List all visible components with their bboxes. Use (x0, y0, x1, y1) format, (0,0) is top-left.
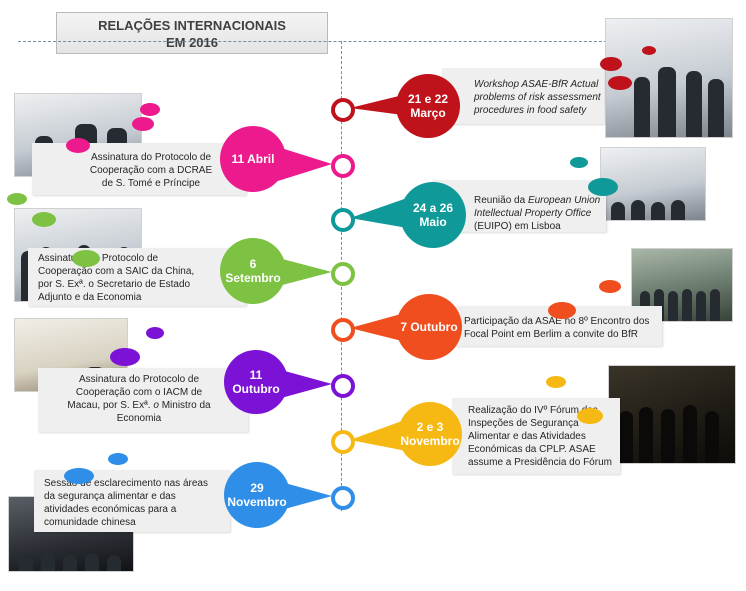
date-line: Outubro (232, 382, 280, 396)
decor-dot (32, 212, 56, 227)
decor-dot (132, 117, 154, 131)
date-line: 21 e 22 (407, 92, 449, 106)
timeline-node-april (331, 154, 355, 178)
decor-dot (577, 408, 603, 424)
date-line: Novembro (400, 434, 460, 448)
date-badge-october-7: 7 Outubro (396, 294, 462, 360)
decor-dot (140, 103, 160, 116)
may-text-em: European Union Intellectual Property Off… (474, 195, 601, 219)
date-line: 29 (250, 481, 264, 495)
decor-dot (7, 193, 27, 205)
date-line: 6 (249, 257, 257, 271)
date-line: Março (410, 106, 446, 120)
date-badge-march: 21 e 22 Março (396, 74, 460, 138)
card-october-11: Assinatura do Protocolo de Cooperação co… (38, 368, 248, 432)
timeline-node-october-11 (331, 374, 355, 398)
decor-dot (570, 157, 588, 168)
may-text-pre: Reunião da (474, 195, 528, 206)
decor-dot (608, 76, 632, 90)
decor-dot (642, 46, 656, 55)
decor-dot (599, 280, 621, 293)
october-11-text-pre: Assinatura do Protocolo de Cooperação co… (67, 374, 203, 411)
date-badge-october-11: 11 Outubro (224, 350, 288, 414)
timeline-node-october-7 (331, 318, 355, 342)
card-march: Workshop ASAE-BfR Actual problems of ris… (442, 68, 604, 124)
title-line-1: RELAÇÕES INTERNACIONAIS (98, 18, 286, 33)
header-divider (18, 41, 702, 42)
date-badge-may: 24 a 26 Maio (400, 182, 466, 248)
date-line: Novembro (227, 495, 287, 509)
decor-dot (548, 302, 576, 319)
decor-dot (66, 138, 90, 153)
timeline-node-november-29 (331, 486, 355, 510)
decor-dot (600, 57, 622, 71)
card-november-2: Realização do IVº Fórum das Inspeções de… (452, 398, 620, 474)
decor-dot (546, 376, 566, 388)
date-line: 11 Abril (231, 152, 275, 166)
photo-may-meeting (600, 147, 706, 221)
decor-dot (588, 178, 618, 196)
decor-dot (146, 327, 164, 339)
november-29-text: Sessão de esclarecimento nas áreas da se… (44, 478, 208, 528)
decor-dot (110, 348, 140, 366)
may-text-post: (EUIPO) em Lisboa (474, 221, 561, 232)
photo-october-berlin (631, 248, 733, 322)
decor-dot (108, 453, 128, 465)
page-title: RELAÇÕES INTERNACIONAIS EM 2016 (56, 12, 328, 54)
date-line: 24 a 26 (412, 201, 454, 215)
date-badge-september: 6 Setembro (220, 238, 286, 304)
timeline-node-september (331, 262, 355, 286)
timeline-node-march (331, 98, 355, 122)
date-line: Setembro (225, 271, 281, 285)
decor-dot (72, 250, 100, 267)
november-2-text: Realização do IVº Fórum das Inspeções de… (468, 405, 612, 468)
timeline-node-november-2 (331, 430, 355, 454)
april-text: Assinatura do Protocolo de Cooperação co… (89, 152, 213, 189)
october-7-text: Participação da ASAE no 8º Encontro dos … (464, 316, 650, 340)
timeline-node-may (331, 208, 355, 232)
card-october-7: Participação da ASAE no 8º Encontro dos … (430, 306, 662, 346)
date-badge-april: 11 Abril (220, 126, 286, 192)
date-line: Maio (419, 215, 447, 229)
title-line-2: EM 2016 (165, 35, 219, 50)
october-11-text-post: Ministro da Economia (116, 400, 211, 424)
march-text: Workshop ASAE-BfR Actual problems of ris… (474, 79, 601, 116)
date-line: 2 e 3 (416, 420, 444, 434)
date-badge-november-2: 2 e 3 Novembro (398, 402, 462, 466)
date-line: 11 (249, 368, 263, 382)
decor-dot (64, 468, 94, 484)
photo-november-forum (608, 365, 736, 464)
card-april: Assinatura do Protocolo de Cooperação co… (32, 143, 246, 195)
date-badge-november-29: 29 Novembro (224, 462, 290, 528)
october-11-text-em: o (153, 400, 159, 411)
date-line: 7 Outubro (400, 320, 458, 334)
